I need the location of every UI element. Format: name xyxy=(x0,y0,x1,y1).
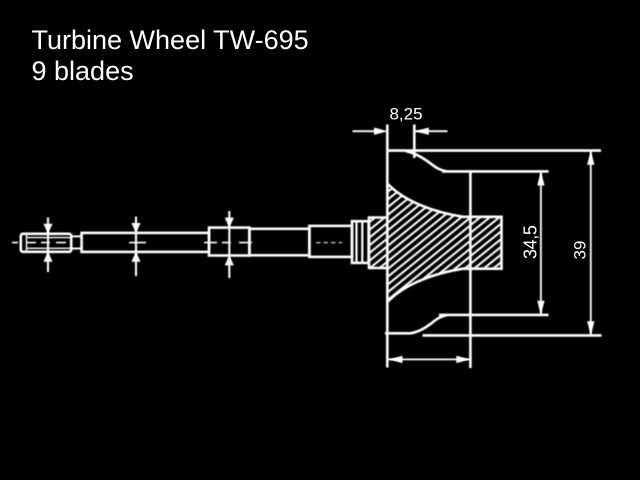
svg-text:Turbine Wheel TW-695: Turbine Wheel TW-695 xyxy=(32,25,309,55)
svg-text:39: 39 xyxy=(571,241,590,260)
svg-text:34,5: 34,5 xyxy=(521,225,541,259)
svg-text:8,25: 8,25 xyxy=(389,105,422,124)
svg-text:9 blades: 9 blades xyxy=(32,56,134,86)
